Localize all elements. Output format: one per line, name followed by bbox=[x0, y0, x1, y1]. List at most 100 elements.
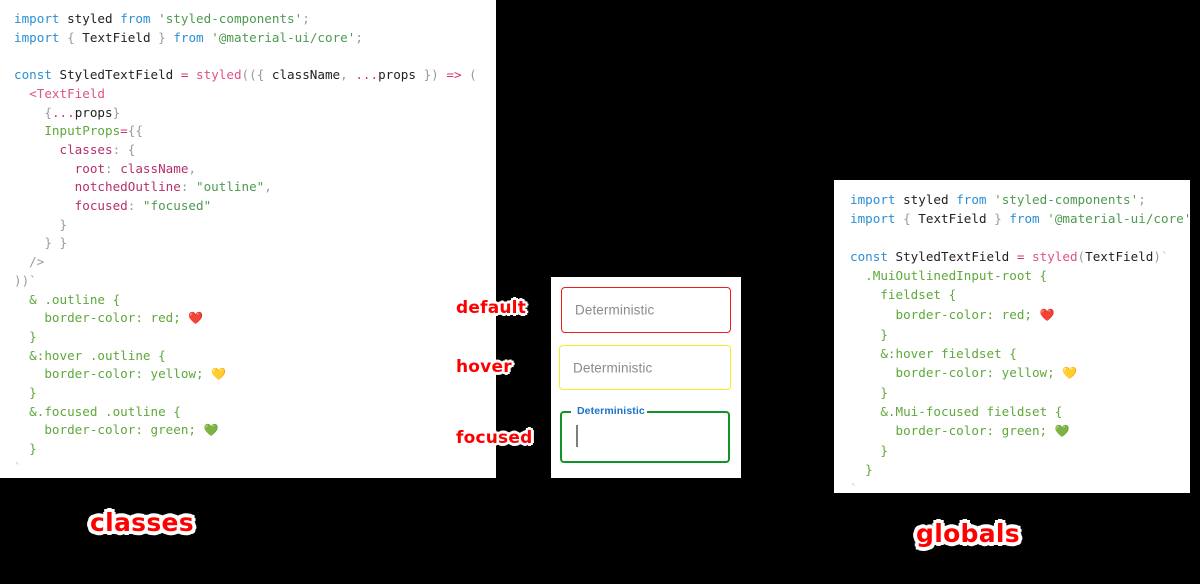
code-token bbox=[987, 211, 995, 226]
code-token: TextField bbox=[82, 29, 151, 45]
code-line: border-color: green; 💚 bbox=[14, 421, 496, 440]
code-token: ❤️ bbox=[1039, 307, 1055, 322]
code-line: &:hover fieldset { bbox=[850, 344, 1190, 363]
code-token: : bbox=[105, 160, 121, 176]
code-token: fieldset { bbox=[880, 287, 957, 303]
code-token bbox=[850, 404, 880, 419]
code-token: { bbox=[903, 211, 911, 227]
code-token bbox=[850, 307, 896, 322]
caption-classes: classes bbox=[90, 508, 194, 537]
code-token: : bbox=[180, 179, 196, 195]
code-token bbox=[60, 11, 68, 26]
code-token: } bbox=[29, 328, 37, 344]
code-line: .MuiOutlinedInput-root { bbox=[850, 266, 1190, 285]
code-token: ❤️ bbox=[188, 311, 204, 326]
code-token bbox=[896, 192, 904, 207]
code-token: TextField bbox=[1085, 249, 1154, 265]
annotation-default: default bbox=[456, 298, 527, 318]
code-token: styled bbox=[903, 192, 949, 207]
code-line: border-color: red; ❤️ bbox=[14, 309, 496, 328]
code-token: } bbox=[423, 67, 432, 83]
code-token: .MuiOutlinedInput-root { bbox=[865, 268, 1048, 284]
code-line: &.Mui-focused fieldset { bbox=[850, 402, 1190, 421]
code-line: } bbox=[850, 460, 1190, 479]
textfield-focused[interactable]: Deterministic bbox=[560, 405, 730, 463]
code-token bbox=[60, 30, 68, 45]
code-token: 💚 bbox=[203, 423, 219, 438]
code-token: ( bbox=[1077, 249, 1086, 265]
code-line: } bbox=[14, 384, 496, 403]
code-line: border-color: yellow; 💛 bbox=[850, 363, 1190, 383]
code-token: : bbox=[112, 141, 128, 157]
code-line: import styled from 'styled-components'; bbox=[850, 190, 1190, 209]
code-token bbox=[888, 249, 896, 264]
code-token: ))` bbox=[14, 272, 37, 288]
code-token: /> bbox=[29, 254, 45, 270]
code-token bbox=[14, 385, 29, 400]
textfield-default[interactable]: Deterministic bbox=[561, 287, 731, 333]
code-panel-globals: import styled from 'styled-components';i… bbox=[834, 180, 1190, 493]
code-token: : bbox=[127, 198, 143, 214]
code-token: } bbox=[29, 385, 37, 401]
code-token: className bbox=[271, 67, 341, 83]
code-token: from bbox=[120, 11, 151, 26]
code-token: ; bbox=[302, 11, 310, 26]
code-line: root: className, bbox=[14, 160, 496, 179]
code-token: TextField bbox=[918, 211, 987, 227]
code-token: border-color: red; bbox=[44, 310, 189, 326]
code-token: '@material-ui/core' bbox=[211, 29, 356, 45]
code-token: styled bbox=[196, 67, 242, 83]
code-token bbox=[173, 67, 181, 82]
code-token: className bbox=[120, 160, 189, 176]
code-token: &.Mui-focused fieldset { bbox=[880, 404, 1063, 420]
code-token: } bbox=[880, 443, 888, 459]
code-token: ( bbox=[469, 67, 477, 83]
code-token: import bbox=[14, 11, 60, 26]
code-line: } bbox=[850, 325, 1190, 344]
code-token: root bbox=[74, 160, 106, 176]
code-line bbox=[14, 47, 496, 66]
code-token: (( bbox=[241, 67, 257, 83]
code-token: &.focused .outline { bbox=[29, 403, 181, 419]
code-token: , bbox=[188, 160, 197, 176]
code-token: border-color: green; bbox=[895, 423, 1055, 439]
code-token: } bbox=[29, 441, 37, 457]
code-line: border-color: red; ❤️ bbox=[850, 305, 1190, 325]
code-token: styled bbox=[67, 11, 113, 26]
code-line: const StyledTextField = styled(TextField… bbox=[850, 247, 1190, 266]
code-token: ; bbox=[355, 29, 363, 45]
code-line: &.focused .outline { bbox=[14, 403, 496, 422]
code-line: <TextField bbox=[14, 85, 496, 104]
code-token: 💛 bbox=[211, 367, 227, 382]
code-token: &:hover .outline { bbox=[29, 347, 166, 363]
code-token bbox=[14, 217, 60, 232]
code-token: { bbox=[67, 29, 75, 45]
code-line: /> bbox=[14, 253, 496, 272]
caption-globals: globals bbox=[916, 519, 1020, 548]
code-token bbox=[850, 365, 896, 380]
text-caret bbox=[576, 425, 578, 447]
code-line: notchedOutline: "outline", bbox=[14, 178, 496, 197]
code-token: const bbox=[850, 249, 888, 265]
textfield-default-value: Deterministic bbox=[575, 302, 655, 318]
code-token bbox=[14, 179, 75, 194]
code-line: {...props} bbox=[14, 104, 496, 123]
code-line: focused: "focused" bbox=[14, 197, 496, 216]
code-line: & .outline { bbox=[14, 291, 496, 310]
code-token: ... bbox=[355, 67, 379, 83]
code-token: notchedOutline bbox=[74, 179, 181, 195]
code-token: } bbox=[880, 384, 888, 400]
textfield-focused-floating-label: Deterministic bbox=[575, 405, 647, 417]
code-token bbox=[14, 348, 29, 363]
code-token bbox=[850, 346, 880, 361]
code-line: &:hover .outline { bbox=[14, 347, 496, 366]
code-token bbox=[14, 254, 29, 269]
code-token: ; bbox=[1138, 192, 1146, 207]
code-token bbox=[14, 404, 29, 419]
code-token: = bbox=[120, 123, 128, 139]
textfield-hover[interactable]: Deterministic bbox=[559, 345, 731, 390]
code-token: from bbox=[1009, 211, 1040, 227]
code-token bbox=[14, 123, 44, 138]
code-token bbox=[1009, 249, 1017, 264]
code-token bbox=[987, 192, 995, 207]
